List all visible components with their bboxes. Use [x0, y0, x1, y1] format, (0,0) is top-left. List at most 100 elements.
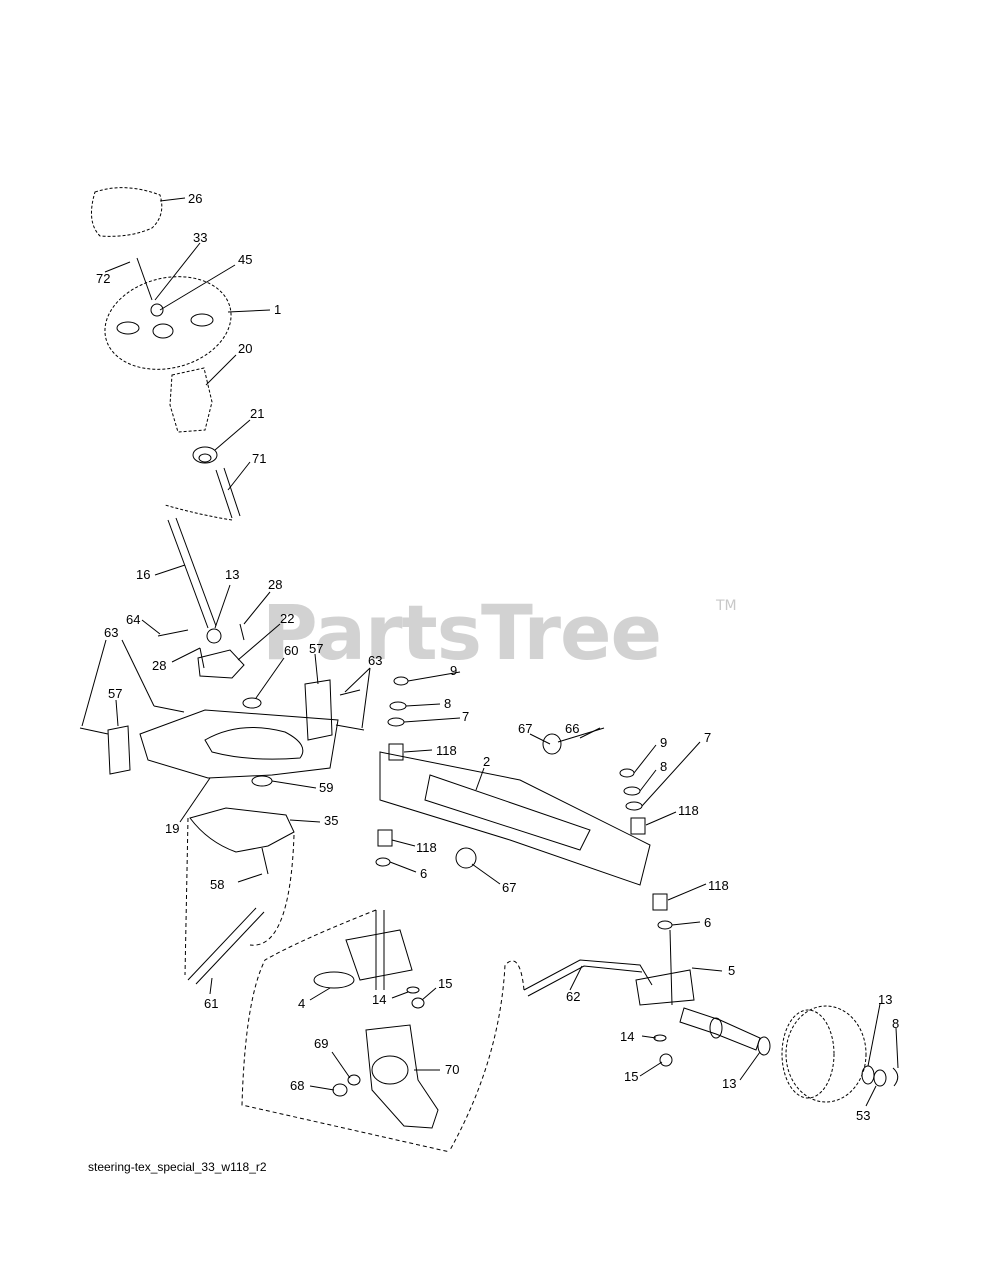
- leader-14b: [641, 1035, 657, 1039]
- leader-7b: [641, 741, 701, 807]
- leader-57b: [115, 699, 119, 727]
- bushing-21-part: [192, 446, 218, 464]
- washer-59-part: [251, 775, 273, 787]
- leader-57a: [314, 653, 319, 685]
- leader-9a: [407, 671, 461, 682]
- diagram-caption: steering-tex_special_33_w118_r2: [88, 1160, 267, 1174]
- spindle-4-arm: [345, 929, 413, 981]
- wheel-cap-part: [90, 187, 163, 237]
- leader-21: [214, 419, 251, 451]
- steering-wheel-spoke-right: [190, 313, 214, 327]
- leader-45: [159, 264, 236, 311]
- callout-69: 69: [314, 1036, 328, 1051]
- leader-28b: [171, 647, 201, 663]
- callout-59: 59: [319, 780, 333, 795]
- callout-19: 19: [165, 821, 179, 836]
- front-wheel-part: [785, 1005, 867, 1103]
- callout-118d: 118: [708, 878, 729, 893]
- callout-6a: 6: [420, 866, 427, 881]
- callout-66: 66: [565, 721, 579, 736]
- leader-62: [569, 965, 583, 991]
- leader-15b: [639, 1061, 663, 1077]
- spindle-5-shaft: [669, 929, 673, 1006]
- drag-link-dashed-b: [249, 834, 295, 946]
- leader-20: [205, 354, 237, 386]
- steering-wheel-spoke-left: [116, 321, 140, 335]
- callout-labels: 26 33 72 45 1 20 21 71 16 13 28 64 22 28…: [96, 191, 899, 1123]
- callout-9b: 9: [660, 735, 667, 750]
- callout-13a: 13: [225, 567, 239, 582]
- spacer-9a-part: [393, 676, 409, 686]
- callout-67a: 67: [518, 721, 532, 736]
- clip-8c-part: [892, 1067, 899, 1087]
- leader-69: [331, 1051, 351, 1079]
- leader-13b: [867, 1003, 881, 1067]
- leader-8b: [639, 769, 657, 792]
- support-plate-19-slot: [204, 727, 304, 760]
- cap-53-part: [873, 1069, 887, 1087]
- leader-118b: [645, 811, 677, 826]
- leader-22: [237, 623, 281, 661]
- callout-1: 1: [274, 302, 281, 317]
- bracket-57-right-part: [304, 679, 333, 741]
- leader-53: [865, 1085, 877, 1107]
- callout-57a: 57: [309, 641, 323, 656]
- tie-rod-62-part: [523, 959, 653, 991]
- leader-64: [141, 619, 161, 635]
- callout-14b: 14: [620, 1029, 634, 1044]
- bracket-57-left-part: [107, 725, 131, 775]
- shaft-71-part: [215, 469, 233, 519]
- leader-13a: [214, 584, 231, 629]
- shaft-link-dashed: [164, 504, 233, 521]
- callout-13c: 13: [722, 1076, 736, 1091]
- sector-gear-35-part: [189, 807, 295, 853]
- callout-9a: 9: [450, 663, 457, 678]
- leader-63b1: [344, 667, 371, 693]
- bolt-58-part: [261, 847, 269, 875]
- tie-rod-62-edge: [527, 965, 643, 997]
- callout-72: 72: [96, 271, 110, 286]
- washer-14a-part: [406, 986, 420, 994]
- callout-28a: 28: [268, 577, 282, 592]
- leader-4: [309, 987, 331, 1001]
- front-axle-2-slot: [424, 774, 591, 851]
- leader-26a: [159, 197, 186, 202]
- leader-lines: [81, 197, 899, 1107]
- washer-8a-part: [389, 701, 407, 711]
- leader-118c: [391, 839, 416, 847]
- washer-45-part: [150, 303, 164, 317]
- trademark-mark: TM: [716, 598, 737, 614]
- callout-63b: 63: [368, 653, 382, 668]
- leader-58: [237, 873, 263, 883]
- callout-67b: 67: [502, 880, 516, 895]
- screw-63c-part: [339, 689, 361, 696]
- callout-71: 71: [252, 451, 266, 466]
- callout-28b: 28: [152, 658, 166, 673]
- callout-53: 53: [856, 1108, 870, 1123]
- front-wheel-tread: [781, 1009, 835, 1099]
- washer-6b-part: [657, 920, 673, 930]
- leader-35: [289, 819, 321, 823]
- callout-118b: 118: [678, 803, 699, 818]
- leader-19: [179, 777, 211, 823]
- callout-26a: 26: [188, 191, 202, 206]
- steering-shaft-16-part: [167, 519, 209, 629]
- washer-67a-part: [542, 733, 562, 755]
- leader-2: [475, 767, 485, 791]
- washer-6a-part: [375, 857, 391, 867]
- tie-rod-dashed: [449, 960, 525, 1151]
- parts-tree-watermark: PartsTree: [262, 588, 662, 677]
- bolt-72-part: [136, 257, 153, 301]
- callout-6b: 6: [704, 915, 711, 930]
- leader-13c: [739, 1051, 761, 1081]
- leader-15a: [421, 987, 437, 1001]
- washer-69-part: [347, 1074, 361, 1086]
- washer-67b-part: [455, 847, 477, 869]
- washer-13b-part: [709, 1017, 723, 1039]
- diagram-parts: [79, 187, 899, 1153]
- drag-link-61-edge: [195, 911, 265, 985]
- callout-13b: 13: [878, 992, 892, 1007]
- steering-boot-part: [169, 367, 213, 433]
- steering-wheel-hub: [152, 323, 174, 339]
